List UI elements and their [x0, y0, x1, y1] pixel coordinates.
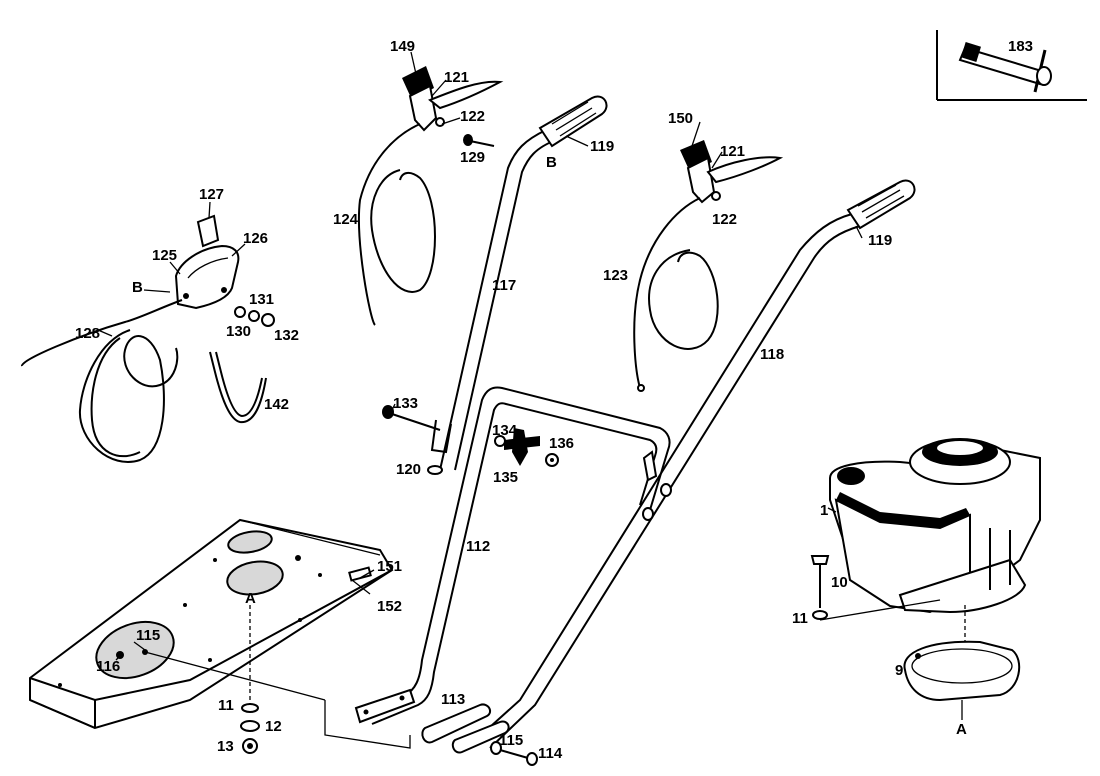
- inset-box: [936, 30, 1087, 101]
- label-142: 142: [264, 396, 289, 413]
- label-135: 135: [493, 469, 518, 486]
- cable-123-icon: [633, 197, 719, 392]
- label-9: 9: [895, 662, 903, 679]
- control-lever-right-icon: [680, 140, 784, 204]
- label-126: 126: [243, 230, 268, 247]
- label-113: 113: [441, 691, 465, 708]
- label-130: 130: [226, 323, 251, 340]
- label-119-right: 119: [868, 232, 892, 249]
- label-112: 112: [466, 538, 490, 555]
- cable-128-icon: [20, 299, 183, 463]
- grip-right-icon: [846, 179, 916, 230]
- bolt-133-icon: [382, 405, 441, 431]
- label-B-upper: B: [546, 154, 557, 171]
- callout-labels: 149 121 122 129 119 B 150 121 122 119 12…: [75, 38, 1033, 762]
- label-150: 150: [668, 110, 693, 127]
- label-11-deck: 11: [218, 697, 234, 714]
- label-1: 1: [820, 502, 828, 519]
- label-131: 131: [249, 291, 274, 308]
- label-123: 123: [603, 267, 628, 284]
- engine-icon: [829, 438, 1041, 614]
- lower-frame: [354, 386, 672, 725]
- cable-124-icon: [358, 123, 436, 326]
- handle-bar-right: [469, 213, 861, 749]
- label-122-upper: 122: [460, 108, 485, 125]
- label-125: 125: [152, 247, 177, 264]
- label-117: 117: [492, 277, 516, 294]
- label-10: 10: [831, 574, 848, 591]
- label-13: 13: [217, 738, 234, 755]
- fastener-stack-icon: [240, 605, 260, 754]
- label-120: 120: [396, 461, 421, 478]
- label-152: 152: [377, 598, 402, 615]
- label-116: 116: [96, 658, 120, 675]
- label-132: 132: [274, 327, 299, 344]
- bolt-129-icon: [463, 134, 495, 147]
- leader-lines: [97, 51, 863, 661]
- label-128: 128: [75, 325, 100, 342]
- bolt-114-icon: [490, 741, 538, 766]
- label-122-right: 122: [712, 211, 737, 228]
- label-12: 12: [265, 718, 282, 735]
- deck-icon: [29, 518, 411, 749]
- engine-bolt-10-icon: [810, 555, 941, 621]
- handle-bar-left: [430, 129, 557, 471]
- blade-plate-9-icon: [903, 605, 1021, 720]
- label-127: 127: [199, 186, 224, 203]
- label-11-engine: 11: [792, 610, 808, 627]
- label-183: 183: [1008, 38, 1033, 55]
- label-136: 136: [549, 435, 574, 452]
- label-115-frame: 115: [499, 732, 523, 749]
- label-124: 124: [333, 211, 359, 228]
- control-lever-upper-icon: [402, 66, 504, 132]
- plate-113-icon: [421, 703, 510, 754]
- label-149: 149: [390, 38, 415, 55]
- socket-wrench-icon: [958, 42, 1052, 93]
- label-121-upper: 121: [444, 69, 469, 86]
- label-A-deck: A: [245, 590, 256, 607]
- switch-box-icon: [174, 214, 275, 327]
- cable-142-icon: [209, 351, 267, 424]
- label-118: 118: [760, 346, 784, 363]
- label-B-left: B: [132, 279, 143, 296]
- grip-left-icon: [538, 95, 608, 148]
- label-129: 129: [460, 149, 485, 166]
- knob-135-icon: [494, 428, 559, 467]
- label-134: 134: [492, 422, 518, 439]
- label-115-deck: 115: [136, 627, 160, 644]
- label-133: 133: [393, 395, 418, 412]
- label-119-upper: 119: [590, 138, 614, 155]
- washer-120-icon: [427, 465, 443, 475]
- label-A-engine: A: [956, 721, 967, 738]
- label-121-right: 121: [720, 143, 745, 160]
- label-151: 151: [377, 558, 402, 575]
- label-114: 114: [538, 745, 563, 762]
